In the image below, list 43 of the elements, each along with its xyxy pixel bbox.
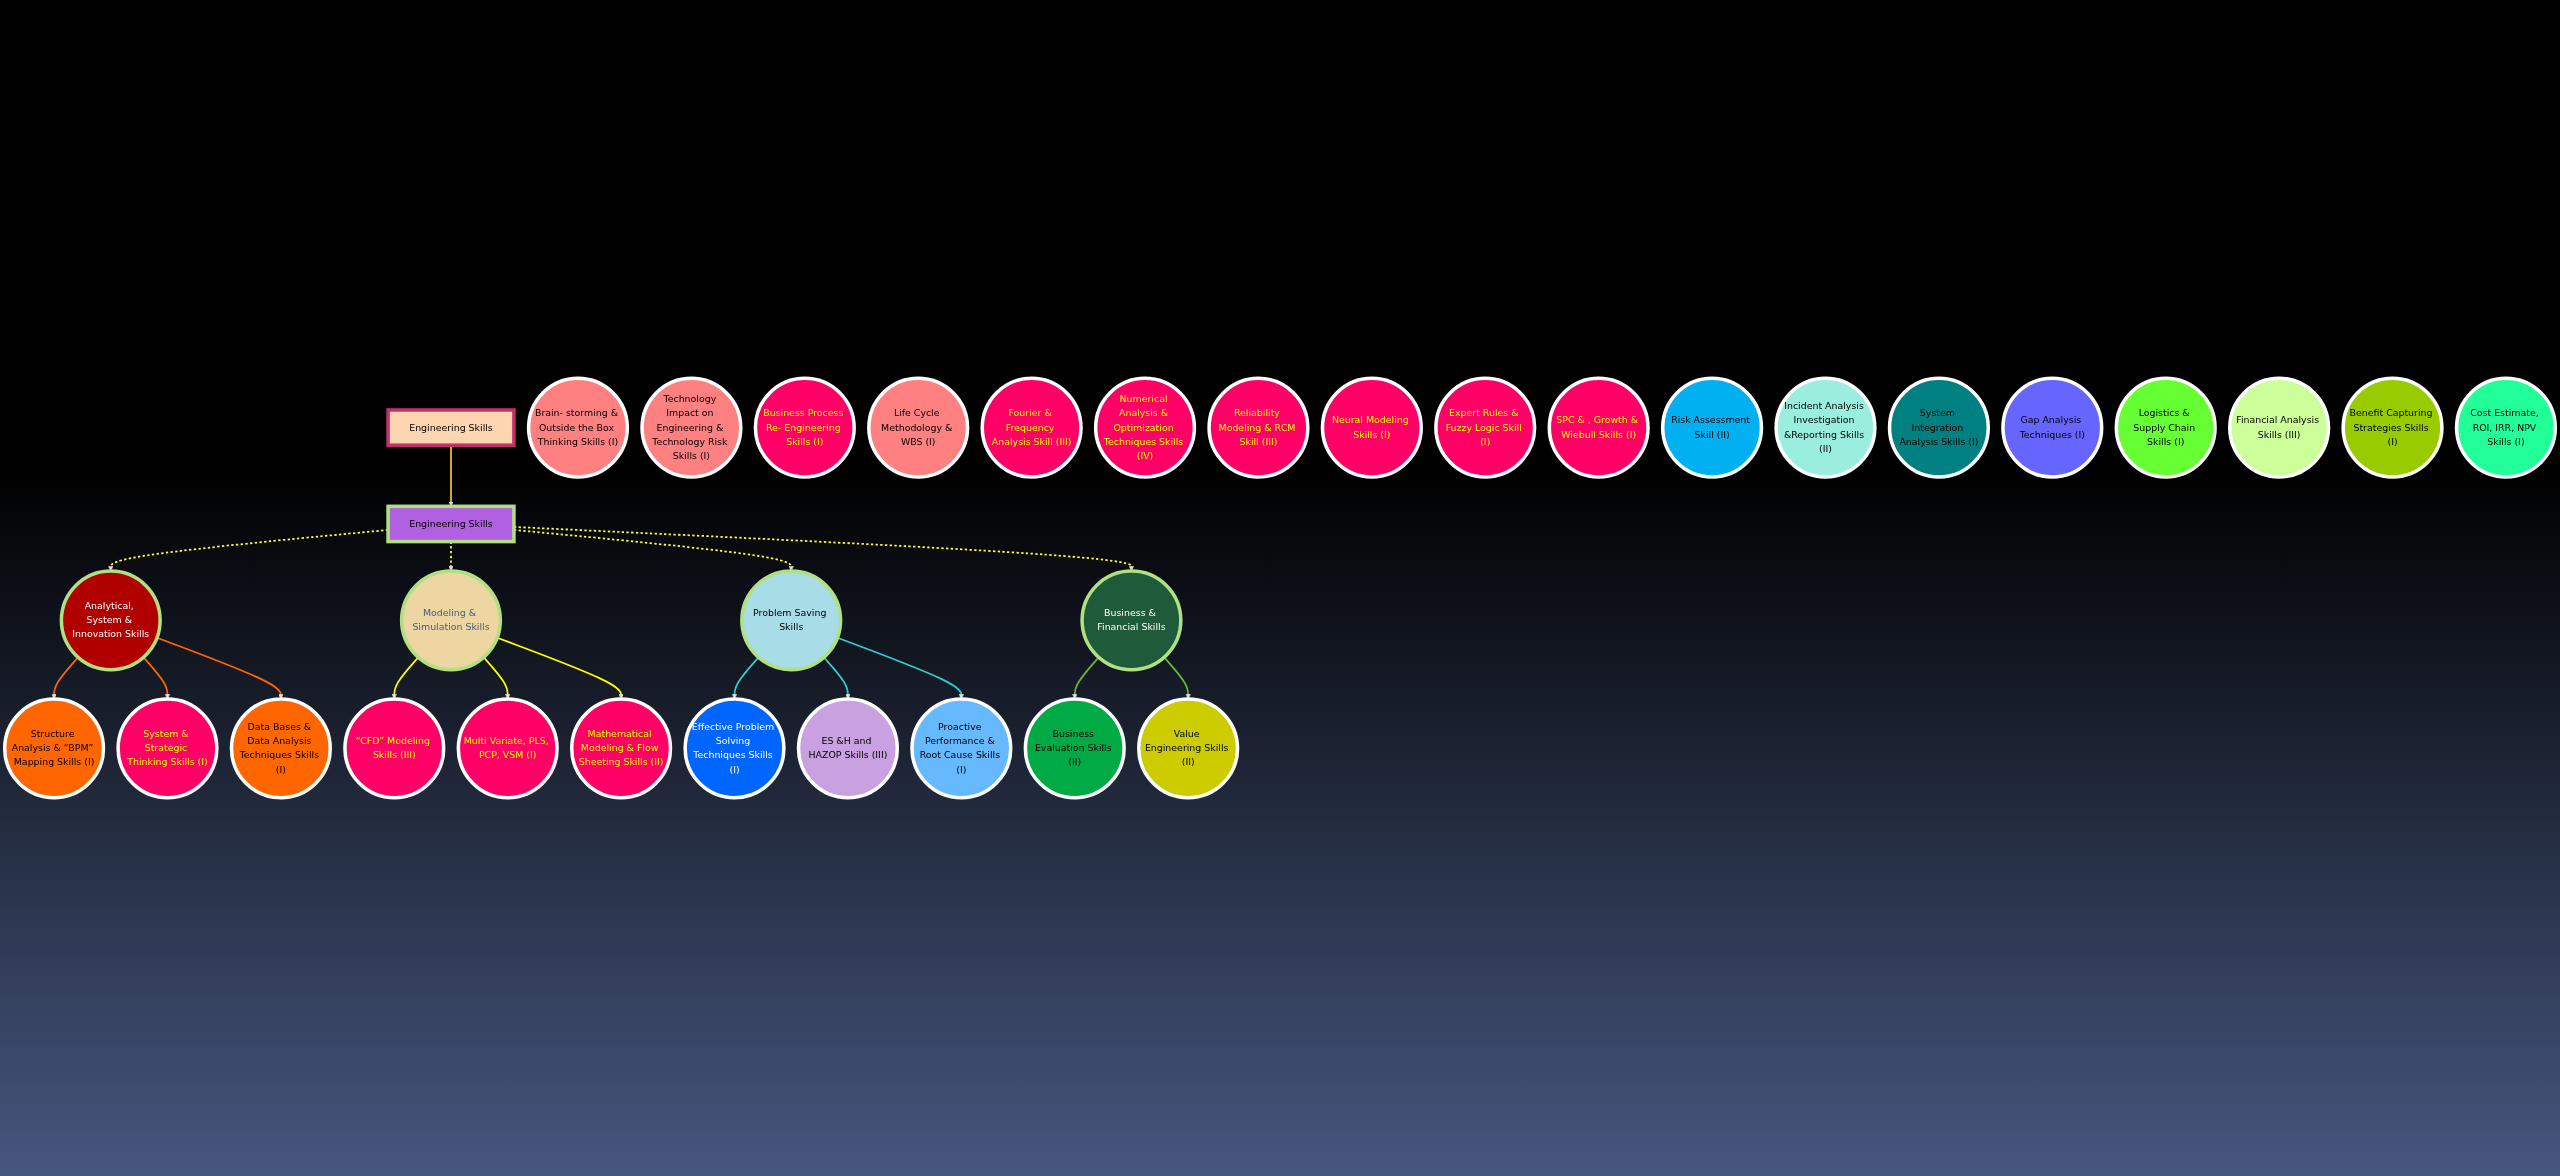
node-circle bbox=[526, 376, 630, 479]
node-circle bbox=[59, 569, 162, 672]
node-circle bbox=[1080, 569, 1183, 672]
node-circle bbox=[867, 376, 970, 479]
node-circle bbox=[683, 697, 786, 800]
node-circle bbox=[343, 697, 446, 800]
arrow bbox=[1163, 656, 1191, 700]
node-circle bbox=[1434, 376, 1537, 479]
arrow bbox=[1072, 656, 1100, 700]
node-circle bbox=[2454, 376, 2558, 479]
node-circle bbox=[1774, 376, 1877, 479]
node-circle bbox=[640, 376, 743, 479]
node-circle bbox=[1547, 376, 1650, 479]
node-box bbox=[386, 504, 516, 544]
node-circle bbox=[1137, 697, 1240, 800]
node-box bbox=[386, 408, 516, 447]
node-circle bbox=[740, 569, 843, 672]
node-circle bbox=[1887, 376, 1990, 479]
node-circle bbox=[1320, 376, 1423, 479]
node-circle bbox=[753, 376, 856, 479]
node-circle bbox=[2001, 376, 2104, 479]
node-circle bbox=[229, 697, 332, 800]
node-circle bbox=[2, 697, 106, 800]
node-circle bbox=[910, 697, 1013, 800]
node-circle bbox=[2114, 376, 2217, 479]
node-circle bbox=[1207, 376, 1310, 479]
node-circle bbox=[1660, 376, 1764, 479]
node-circle bbox=[1093, 376, 1197, 479]
arrow bbox=[482, 656, 511, 700]
node-circle bbox=[570, 697, 673, 800]
node-circle bbox=[796, 697, 900, 800]
node-circle bbox=[399, 569, 503, 672]
node-circle bbox=[2341, 376, 2444, 479]
node-circle bbox=[1023, 697, 1126, 800]
node-circle bbox=[2228, 376, 2331, 479]
node-circle bbox=[980, 376, 1083, 479]
arrow bbox=[731, 656, 760, 700]
node-circle bbox=[116, 697, 219, 800]
arrow bbox=[391, 656, 420, 700]
arrow bbox=[142, 656, 171, 700]
node-circle bbox=[456, 697, 559, 800]
arrow bbox=[51, 656, 79, 700]
arrow bbox=[823, 656, 851, 700]
